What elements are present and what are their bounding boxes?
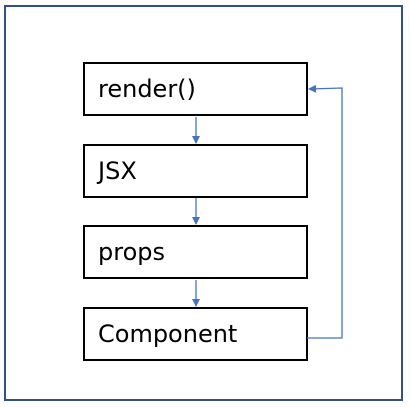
component-box: Component	[83, 307, 308, 361]
props-box: props	[83, 225, 308, 279]
render-label: render()	[98, 75, 196, 103]
props-label: props	[98, 238, 165, 266]
arrow-component-to-render-loop	[307, 84, 343, 339]
diagram-frame	[4, 5, 403, 401]
jsx-label: JSX	[98, 157, 137, 185]
component-label: Component	[98, 320, 238, 348]
jsx-box: JSX	[83, 144, 308, 198]
render-box: render()	[83, 62, 308, 116]
